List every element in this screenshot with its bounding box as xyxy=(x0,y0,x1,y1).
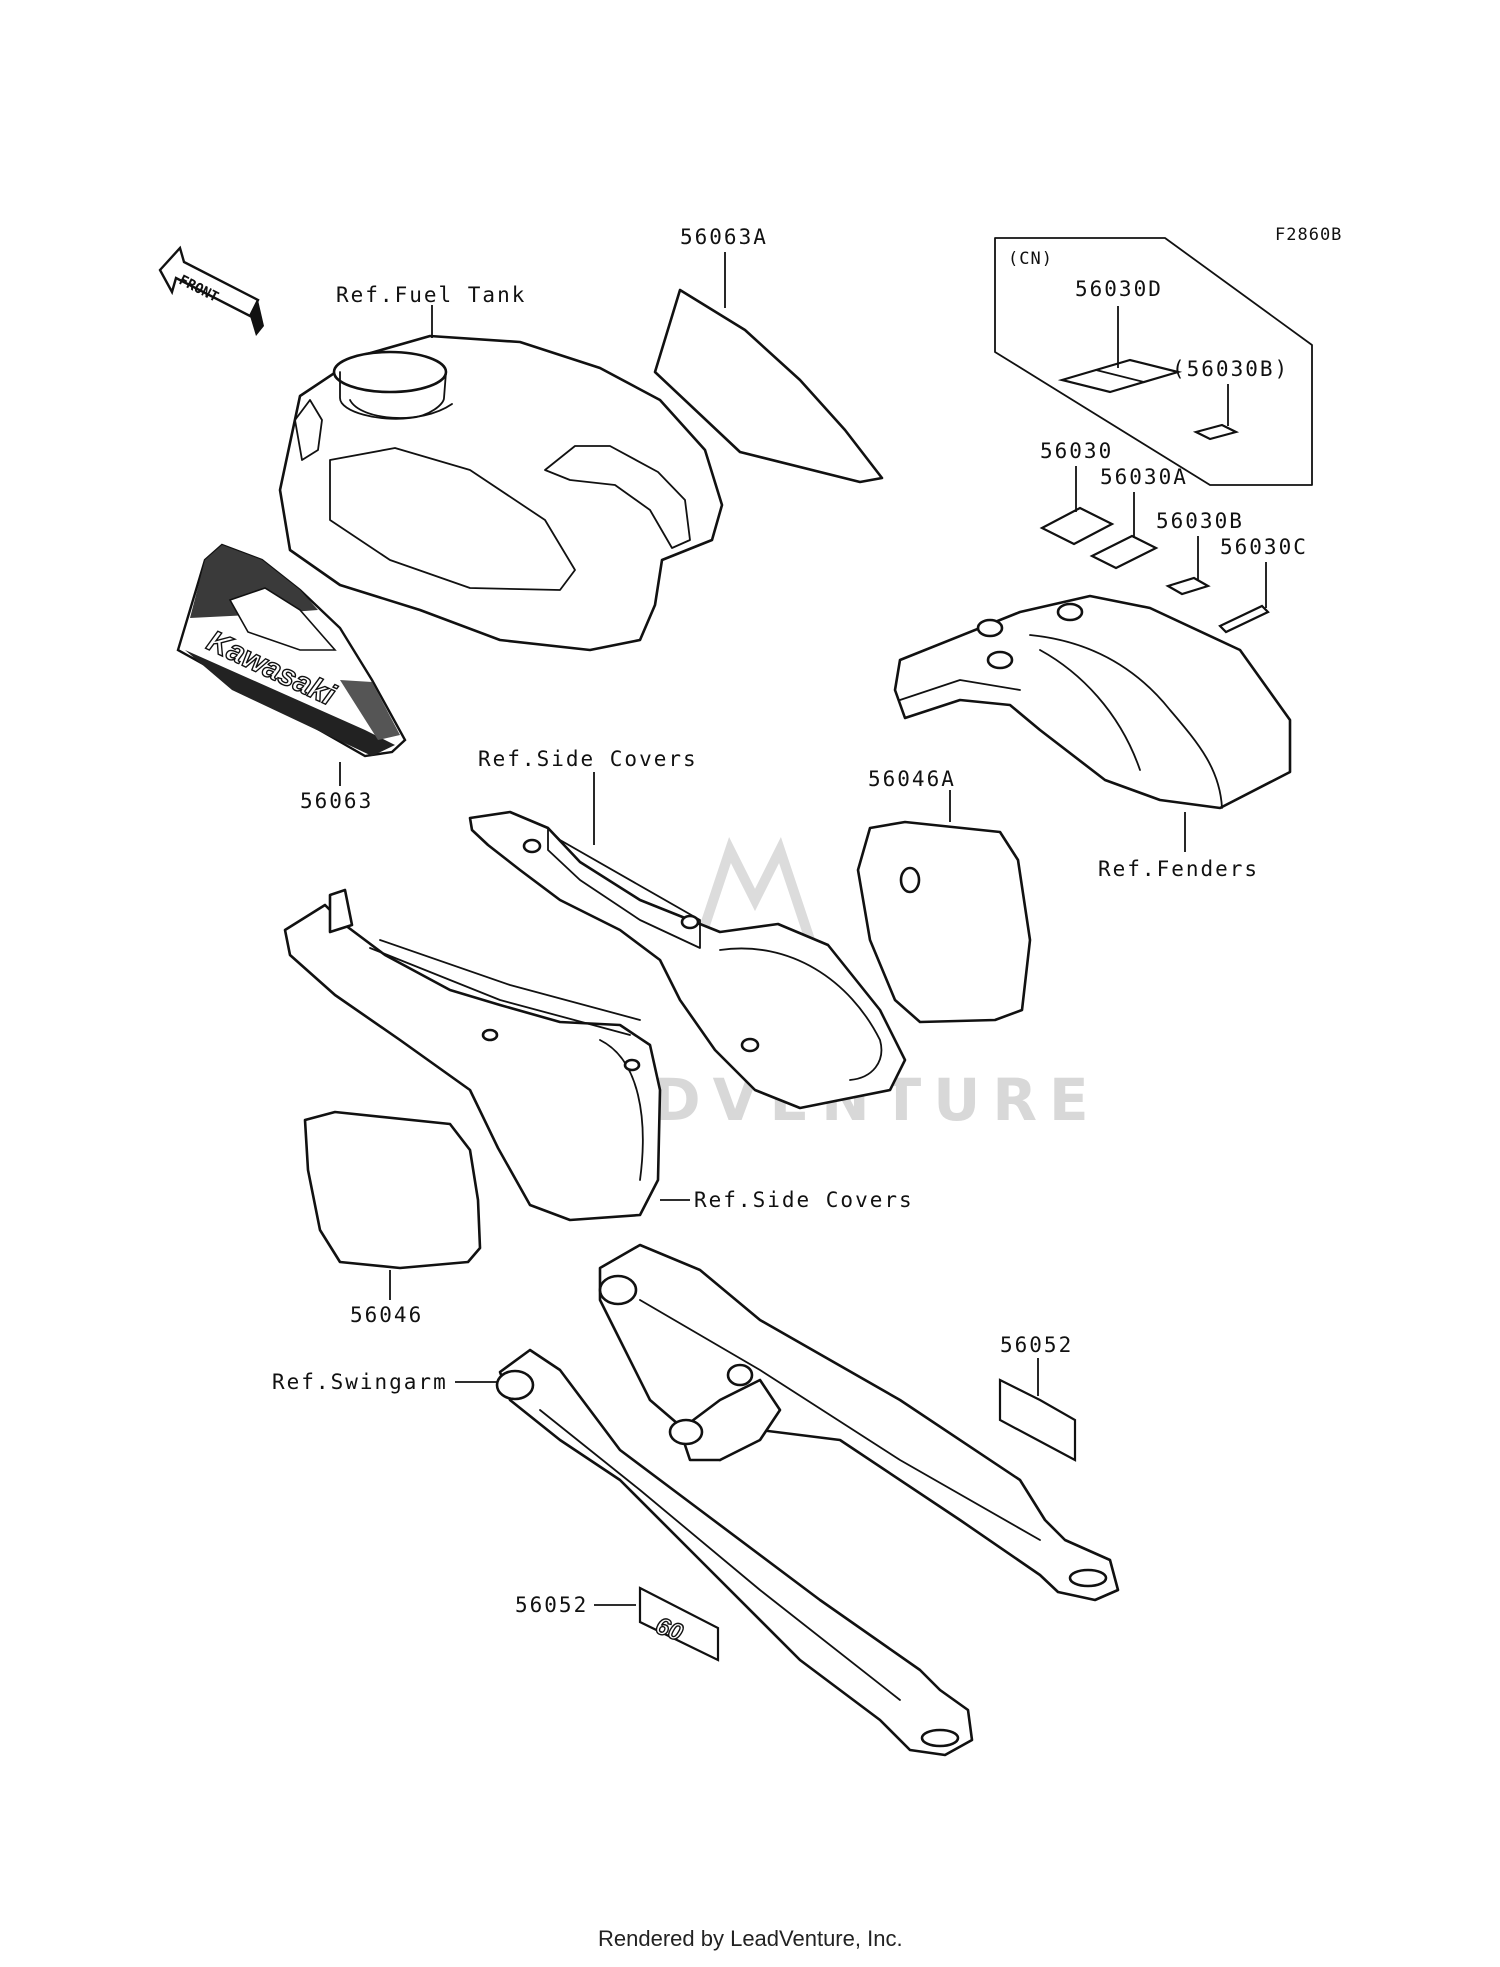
callout-56046: 56046 xyxy=(350,1303,423,1327)
decal-56030D: 56030D xyxy=(1057,277,1183,394)
footer-credit: Rendered by LeadVenture, Inc. xyxy=(598,1926,903,1951)
callout-ref-fuel-tank: Ref.Fuel Tank xyxy=(336,283,526,307)
decal-56063A: 56063A xyxy=(653,225,884,484)
rear-fender: Ref.Fenders xyxy=(893,594,1292,881)
callout-56046A: 56046A xyxy=(868,767,956,791)
decal-56046: 56046 xyxy=(303,1110,482,1327)
callout-56052-upper: 56052 xyxy=(1000,1333,1073,1357)
cn-region-box: (CN) xyxy=(994,237,1313,486)
callout-56030: 56030 xyxy=(1040,439,1113,463)
cn-region-label: (CN) xyxy=(1008,249,1053,269)
front-arrow-icon: FRONT xyxy=(158,245,264,336)
callout-ref-side-covers-2: Ref.Side Covers xyxy=(694,1188,914,1212)
callout-ref-swingarm: Ref.Swingarm xyxy=(272,1370,448,1394)
decal-56030A: 56030A xyxy=(1089,465,1188,570)
decal-56030B: 56030B xyxy=(1156,509,1244,596)
callout-56030D: 56030D xyxy=(1075,277,1163,301)
callout-56030B: 56030B xyxy=(1156,509,1244,533)
callout-56063: 56063 xyxy=(300,789,373,813)
callout-56030C: 56030C xyxy=(1220,535,1308,559)
decal-56030: 56030 xyxy=(1039,439,1115,546)
decal-56030C: 56030C xyxy=(1218,535,1308,634)
swingarm: Ref.Swingarm xyxy=(272,1243,1120,1757)
callout-ref-side-covers-1: Ref.Side Covers xyxy=(478,747,698,771)
callout-56052-lower: 56052 xyxy=(515,1593,588,1617)
decal-56046A: 56046A xyxy=(856,767,1032,1024)
decal-56052-upper: 56052 xyxy=(998,1333,1077,1462)
diagram-code: F2860B xyxy=(1275,225,1342,245)
callout-56030B-cn: (56030B) xyxy=(1172,357,1289,381)
decal-56063-kawasaki: Kawasaki 56063 xyxy=(176,543,407,813)
decal-56052-lower: 60 56052 xyxy=(515,1586,720,1662)
fuel-tank: Ref.Fuel Tank xyxy=(278,283,724,652)
callout-56030A: 56030A xyxy=(1100,465,1188,489)
side-cover-left: Ref.Side Covers xyxy=(283,888,914,1222)
side-cover-right: Ref.Side Covers xyxy=(468,747,907,1110)
callout-56063A: 56063A xyxy=(680,225,768,249)
decal-56030B-cn: (56030B) xyxy=(1172,357,1289,441)
callout-ref-fenders: Ref.Fenders xyxy=(1098,857,1259,881)
